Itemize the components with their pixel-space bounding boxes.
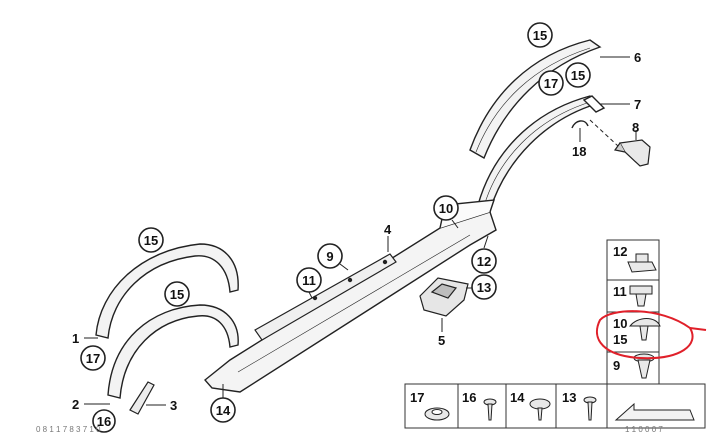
washer-screw-icon [529,398,551,421]
nut-clip-icon [627,253,657,273]
screw-icon [483,398,497,421]
callout-label: 17 [544,76,558,91]
red-highlight-circle [595,310,694,360]
callout-label: 15 [533,28,547,43]
panel-label-16: 16 [462,390,476,405]
panel-label-17: 17 [410,390,424,405]
jack-pad-part-5 [419,277,469,317]
callout-15-rear: 15 [565,62,591,88]
clip-cap-icon [628,318,661,341]
front-wheel-arch-inner-trim [107,304,239,399]
label-7: 7 [634,97,641,112]
callout-9: 9 [317,243,343,269]
leader-12 [483,235,489,249]
callout-label: 14 [216,403,231,418]
callout-label: 15 [170,287,184,302]
panel-label-12: 12 [613,244,627,259]
red-highlight-tail [689,327,707,331]
callout-label: 15 [144,233,158,248]
leader-10 [451,219,459,229]
parts-panel [404,239,706,429]
dashed-leader-8 [589,119,619,147]
label-6: 6 [634,50,641,65]
callout-14: 14 [210,397,236,423]
callout-label: 16 [97,414,111,429]
panel-label-9: 9 [613,358,620,373]
label-4: 4 [384,222,392,237]
label-18: 18 [572,144,586,159]
arrow-icon [614,402,695,421]
footnote-left: 0 8 1 1 7 8 3 7 1 0 [36,425,101,434]
callout-label: 12 [477,254,491,269]
callout-label: 9 [326,249,333,264]
callout-label: 11 [302,273,316,288]
label-2: 2 [72,397,79,412]
callout-15-top: 15 [527,22,553,48]
panel-label-14: 14 [510,390,525,405]
front-wheel-arch-trim [95,243,239,339]
callout-17-front: 17 [80,345,106,371]
callout-10: 10 [433,195,459,221]
self-tapping-screw-icon [583,396,597,421]
side-sill-upper-strip [254,253,397,341]
push-rivet-icon [629,285,653,307]
callout-label: 13 [477,280,491,295]
clip-part-8 [613,139,651,167]
callout-12: 12 [471,248,497,274]
callout-16: 16 [92,409,116,433]
callout-label: 10 [439,201,453,216]
panel-label-13: 13 [562,390,576,405]
footnote-right: 1 1 0 0 0 7 [625,425,663,434]
callout-15-front-top: 15 [138,227,164,253]
clip-part-18 [571,120,589,129]
label-5: 5 [438,333,445,348]
callout-13: 13 [471,274,497,300]
label-3: 3 [170,398,177,413]
rear-wheel-arch-trim [469,39,602,160]
strip-part-3 [129,381,155,415]
label-1: 1 [72,331,79,346]
callout-17-rear: 17 [538,70,564,96]
callout-label: 15 [571,68,585,83]
leader-11 [308,291,313,299]
leader-9 [339,263,349,271]
panel-label-15: 15 [613,332,627,347]
callout-15-front-mid: 15 [164,281,190,307]
label-8: 8 [632,120,639,135]
callout-11: 11 [296,267,322,293]
panel-label-11: 11 [613,284,627,299]
rear-wheel-arch-inner-trim [477,95,606,211]
callout-label: 17 [86,351,100,366]
panel-label-10: 10 [613,316,627,331]
grommet-icon [424,407,450,421]
